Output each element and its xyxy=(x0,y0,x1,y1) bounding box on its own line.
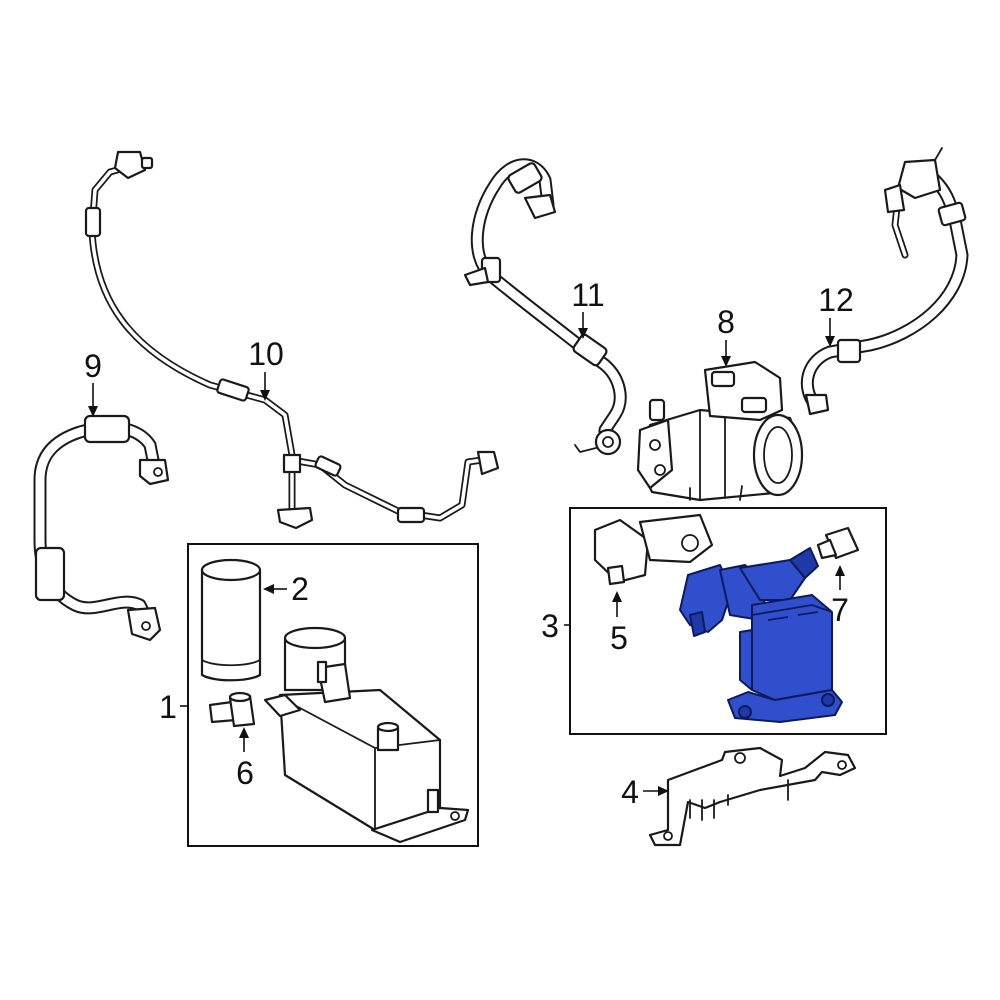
hose-12 xyxy=(800,147,969,416)
valve-5 xyxy=(593,513,714,586)
pump-module-highlighted xyxy=(679,547,843,723)
leaders xyxy=(88,312,845,796)
accumulator-unit xyxy=(263,626,470,844)
callout-9: 9 xyxy=(84,348,102,384)
callout-3: 3 xyxy=(541,608,559,644)
callout-5: 5 xyxy=(610,620,628,656)
callout-1: 1 xyxy=(159,689,177,725)
callout-2: 2 xyxy=(291,571,309,607)
hose-11 xyxy=(463,158,627,456)
group-box-1 xyxy=(187,543,479,847)
callout-11: 11 xyxy=(571,277,604,313)
sensor-7 xyxy=(816,526,860,560)
callout-6: 6 xyxy=(236,755,254,791)
bracket-4 xyxy=(648,746,857,847)
line-10 xyxy=(84,150,500,530)
group-box-3 xyxy=(569,507,887,735)
callout-7: 7 xyxy=(831,592,849,628)
drier-2 xyxy=(200,558,262,682)
compressor-8 xyxy=(636,360,804,502)
callout-4: 4 xyxy=(621,774,639,810)
callout-10: 10 xyxy=(248,336,284,372)
callout-8: 8 xyxy=(717,304,735,340)
sensor-6 xyxy=(208,691,256,728)
hose-9 xyxy=(33,414,170,642)
callout-12: 12 xyxy=(818,282,854,318)
